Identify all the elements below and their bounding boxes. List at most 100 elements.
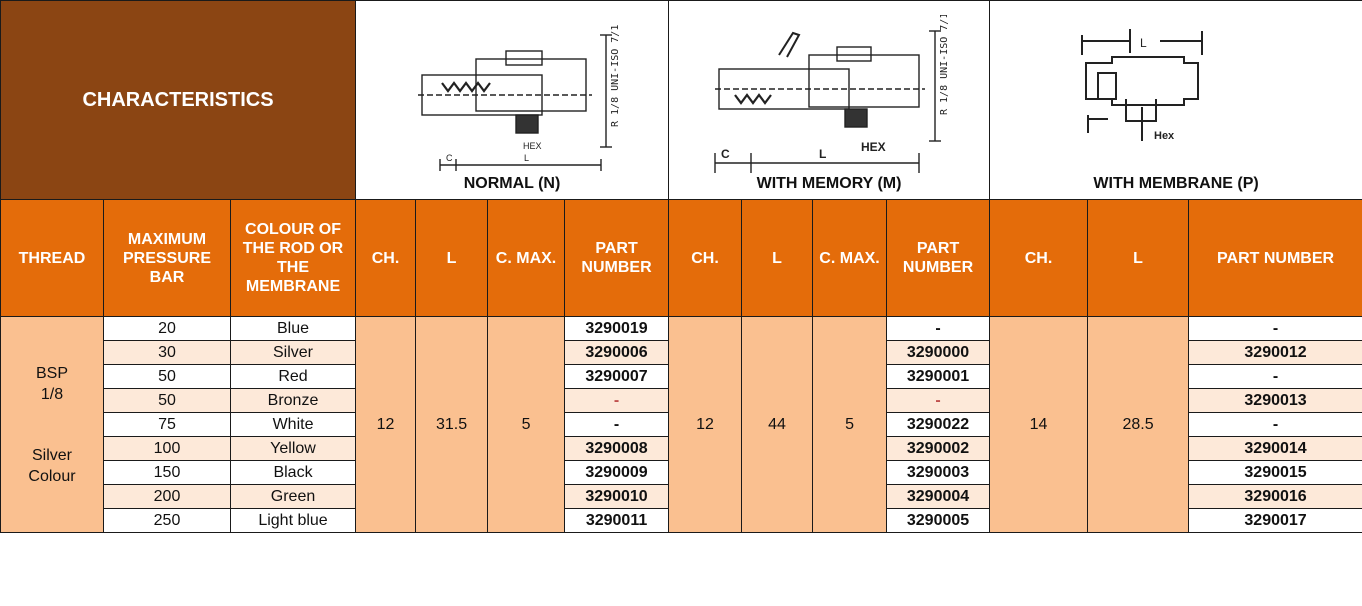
memory-part-cell: - [886,316,991,341]
membrane-part-cell: - [1188,364,1362,389]
col-header-memory-part: PART NUMBER [886,199,991,317]
normal-part-cell: - [564,412,670,437]
thread-dimension: 1/8 [40,385,64,403]
memory-section-title: WITH MEMORY (M) [756,175,902,192]
colour-cell: Silver [229,340,357,365]
memory-part-cell: - [886,388,991,413]
membrane-l-label: L [1140,36,1147,50]
table-row: 50 Bronze - - 3290013 [1,388,1362,413]
pressure-cell: 50 [103,364,231,389]
memory-cmax-value: 5 [812,316,888,533]
col-header-membrane-part: PART NUMBER [1188,199,1362,317]
colour-cell: Yellow [229,436,357,461]
coupling-spec-table: CHARACTERISTICS [0,0,1362,533]
col-header-normal-cmax: C. MAX. [487,199,566,317]
table-row: 150 Black 3290009 3290003 3290015 [1,460,1362,485]
normal-section-title: NORMAL (N) [463,175,561,192]
memory-c-label: C [721,147,730,161]
normal-part-cell: 3290007 [564,364,670,389]
colour-cell: Bronze [229,388,357,413]
characteristics-label: CHARACTERISTICS [82,88,274,111]
col-header-memory-cmax: C. MAX. [812,199,888,317]
colour-cell: White [229,412,357,437]
table-row: 30 Silver 3290006 3290000 3290012 [1,340,1362,365]
memory-part-cell: 3290000 [886,340,991,365]
normal-c-label: C [446,153,453,163]
memory-part-cell: 3290022 [886,412,991,437]
normal-thread-label: R 1/8 UNI-ISO 7/1 [610,25,621,127]
table-row: 50 Red 3290007 3290001 - [1,364,1362,389]
membrane-part-cell: - [1188,412,1362,437]
normal-cmax-value: 5 [487,316,566,533]
col-header-membrane-l: L [1087,199,1190,317]
thread-finish-line2: Colour [28,467,76,485]
pressure-cell: 200 [103,484,231,509]
col-header-membrane-ch: CH. [989,199,1089,317]
table-row: 75 White - 3290022 - [1,412,1362,437]
col-header-normal-part: PART NUMBER [564,199,670,317]
col-header-memory-ch: CH. [668,199,743,317]
normal-part-cell: 3290008 [564,436,670,461]
normal-coupling-drawing: R 1/8 UNI-ISO 7/1 HEX C L [418,25,621,171]
membrane-section-title: WITH MEMBRANE (P) [1093,175,1259,192]
membrane-l-value: 28.5 [1087,316,1190,533]
pressure-cell: 250 [103,508,231,533]
column-header-row: THREAD MAXIMUM PRESSURE BAR COLOUR OF TH… [0,199,1362,317]
col-header-thread: THREAD [0,199,104,317]
colour-cell: Green [229,484,357,509]
thread-finish-line1: Silver [31,446,72,464]
memory-l-value: 44 [741,316,814,533]
top-header-row: CHARACTERISTICS [0,0,1362,200]
memory-coupling-section: R 1/8 UNI-ISO 7/1 HEX C L WITH MEMORY (M… [668,0,991,200]
table-row: 200 Green 3290010 3290004 3290016 [1,484,1362,509]
membrane-part-cell: 3290014 [1188,436,1362,461]
normal-part-cell: 3290006 [564,340,670,365]
col-header-normal-ch: CH. [355,199,417,317]
colour-cell: Light blue [229,508,357,533]
memory-part-cell: 3290005 [886,508,991,533]
membrane-coupling-drawing: L Hex [1081,29,1204,142]
membrane-part-cell: 3290013 [1188,388,1362,413]
membrane-ch-value: 14 [989,316,1089,533]
normal-part-cell: 3290009 [564,460,670,485]
normal-part-cell: 3290011 [564,508,670,533]
memory-part-cell: 3290001 [886,364,991,389]
col-header-memory-l: L [741,199,814,317]
pressure-cell: 100 [103,436,231,461]
membrane-part-cell: 3290017 [1188,508,1362,533]
pressure-cell: 50 [103,388,231,413]
colour-cell: Blue [229,316,357,341]
table-row: 250 Light blue 3290011 3290005 3290017 [1,508,1362,533]
memory-thread-label: R 1/8 UNI-ISO 7/1 [939,15,950,115]
col-header-max-pressure: MAXIMUM PRESSURE BAR [103,199,231,317]
colour-cell: Red [229,364,357,389]
normal-part-cell: 3290010 [564,484,670,509]
membrane-coupling-section: L Hex WITH MEMBRANE (P) [989,0,1362,200]
normal-coupling-section: R 1/8 UNI-ISO 7/1 HEX C L NORMAL (N) [355,0,670,200]
memory-part-cell: 3290003 [886,460,991,485]
thread-size: BSP 1/8 [1,363,103,405]
memory-hex-label: HEX [861,140,886,154]
thread-type: BSP [35,364,68,382]
table-row: 100 Yellow 3290008 3290002 3290014 [1,436,1362,461]
normal-part-cell: 3290019 [564,316,670,341]
memory-ch-value: 12 [668,316,743,533]
memory-coupling-drawing: R 1/8 UNI-ISO 7/1 HEX C L [714,15,950,173]
membrane-part-cell: 3290016 [1188,484,1362,509]
pressure-cell: 75 [103,412,231,437]
normal-ch-value: 12 [355,316,417,533]
normal-l-label: L [524,153,529,163]
normal-l-value: 31.5 [415,316,489,533]
membrane-hex-label: Hex [1154,130,1175,142]
col-header-normal-l: L [415,199,489,317]
membrane-part-cell: - [1188,316,1362,341]
membrane-part-cell: 3290012 [1188,340,1362,365]
pressure-cell: 150 [103,460,231,485]
memory-part-cell: 3290002 [886,436,991,461]
colour-cell: Black [229,460,357,485]
pressure-cell: 20 [103,316,231,341]
memory-part-cell: 3290004 [886,484,991,509]
